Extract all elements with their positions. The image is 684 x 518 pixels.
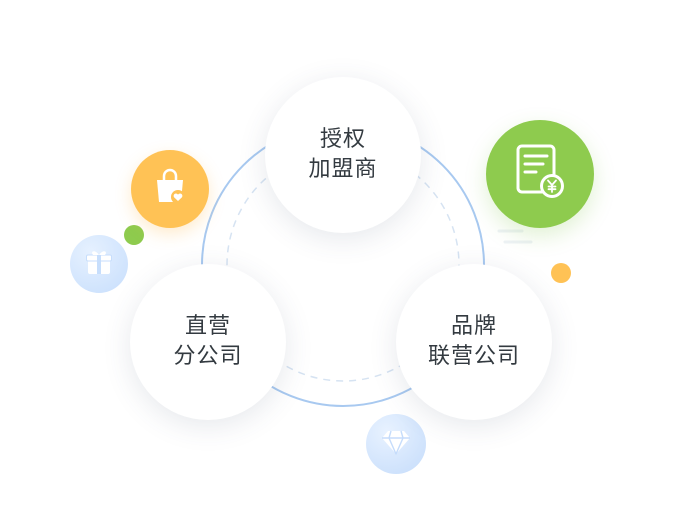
gift-icon (84, 247, 114, 281)
green-dot (124, 225, 144, 245)
node-label-line1: 直营 (184, 314, 231, 339)
invoice-badge (486, 120, 594, 228)
node-brand-joint-company: 品牌 联营公司 (396, 264, 552, 420)
shopping-bag-heart-icon (153, 168, 187, 210)
node-label-line2: 分公司 (173, 344, 243, 369)
node-direct-branch: 直营 分公司 (130, 264, 286, 420)
node-label-line1: 授权 (319, 127, 366, 152)
node-label-line2: 联营公司 (427, 344, 520, 369)
node-label-line2: 加盟商 (308, 157, 378, 182)
gift-badge (70, 235, 128, 293)
diamond-badge (366, 414, 426, 474)
diamond-icon (380, 428, 412, 460)
node-authorized-franchisee: 授权 加盟商 (265, 77, 421, 233)
orange-dot (551, 263, 571, 283)
shopping-bag-badge (131, 150, 209, 228)
node-label-line1: 品牌 (450, 314, 497, 339)
invoice-yen-icon (514, 144, 566, 204)
